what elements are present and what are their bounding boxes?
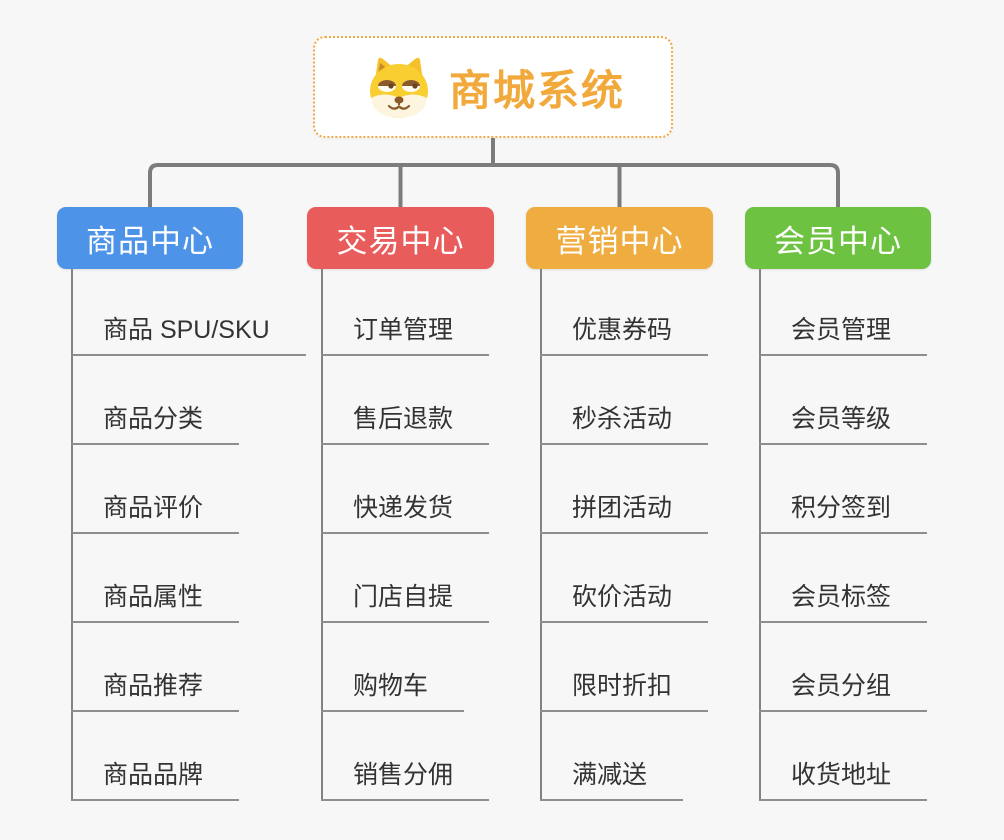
branch-trunk-line: [540, 269, 542, 800]
subtopic-node[interactable]: 销售分佣: [321, 757, 490, 801]
branch-box-marketing[interactable]: 营销中心: [526, 207, 713, 269]
subtopic-node[interactable]: 砍价活动: [540, 579, 709, 623]
branch-box-product[interactable]: 商品中心: [57, 207, 243, 269]
subtopic-node[interactable]: 商品属性: [71, 579, 240, 623]
subtopic-node[interactable]: 满减送: [540, 757, 684, 801]
subtopic-node[interactable]: 积分签到: [759, 490, 928, 534]
subtopic-node[interactable]: 会员分组: [759, 668, 928, 712]
branch-trunk-line: [321, 269, 323, 800]
branch-column-trade: 订单管理 售后退款 快递发货 门店自提 购物车 销售分佣: [321, 269, 581, 801]
subtopic-node[interactable]: 收货地址: [759, 757, 928, 801]
branch-trunk-line: [759, 269, 761, 800]
subtopic-node[interactable]: 商品 SPU/SKU: [71, 312, 306, 356]
branch-box-member[interactable]: 会员中心: [745, 207, 931, 269]
subtopic-node[interactable]: 订单管理: [321, 312, 490, 356]
branch-column-product: 商品 SPU/SKU 商品分类 商品评价 商品属性 商品推荐 商品品牌: [71, 269, 331, 801]
subtopic-node[interactable]: 会员标签: [759, 579, 928, 623]
branch-column-marketing: 优惠券码 秒杀活动 拼团活动 砍价活动 限时折扣 满减送: [540, 269, 800, 801]
subtopic-node[interactable]: 秒杀活动: [540, 401, 709, 445]
doge-icon: [369, 57, 428, 118]
subtopic-node[interactable]: 购物车: [321, 668, 465, 712]
subtopic-node[interactable]: 门店自提: [321, 579, 490, 623]
branch-box-trade[interactable]: 交易中心: [307, 207, 494, 269]
subtopic-node[interactable]: 商品品牌: [71, 757, 240, 801]
branch-column-member: 会员管理 会员等级 积分签到 会员标签 会员分组 收货地址: [759, 269, 1004, 801]
subtopic-node[interactable]: 快递发货: [321, 490, 490, 534]
subtopic-node[interactable]: 限时折扣: [540, 668, 709, 712]
subtopic-node[interactable]: 会员等级: [759, 401, 928, 445]
root-title: 商城系统: [448, 66, 625, 114]
subtopic-node[interactable]: 商品分类: [71, 401, 240, 445]
subtopic-node[interactable]: 拼团活动: [540, 490, 709, 534]
subtopic-node[interactable]: 商品推荐: [71, 668, 240, 712]
subtopic-node[interactable]: 优惠券码: [540, 312, 709, 356]
subtopic-node[interactable]: 会员管理: [759, 312, 928, 356]
subtopic-node[interactable]: 商品评价: [71, 490, 240, 534]
root-node[interactable]: 商城系统: [313, 36, 673, 138]
subtopic-node[interactable]: 售后退款: [321, 401, 490, 445]
branch-trunk-line: [71, 269, 73, 800]
